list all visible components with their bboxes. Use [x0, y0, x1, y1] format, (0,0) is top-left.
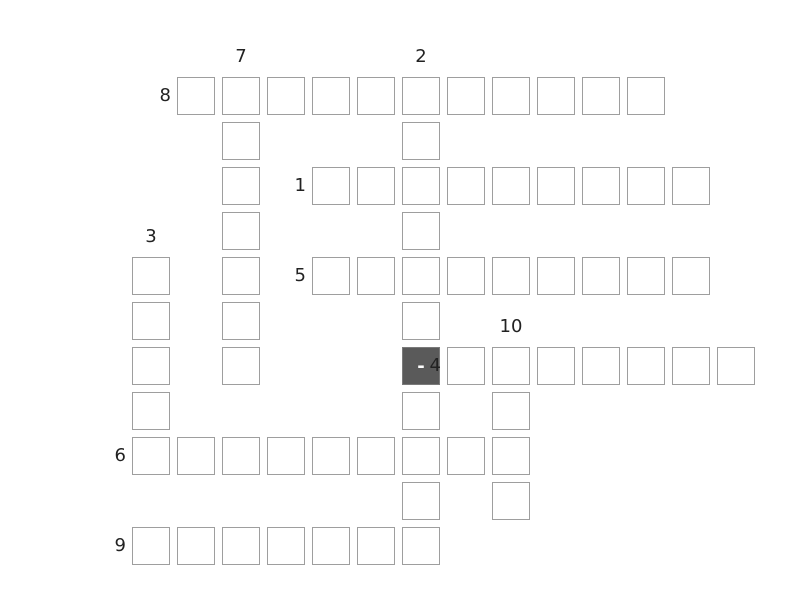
crossword-cell-r6-c13[interactable] — [672, 347, 710, 385]
clue-number-2-down: 2 — [415, 46, 427, 67]
crossword-cell-r4-c5[interactable] — [312, 257, 350, 295]
clue-number-4-across: 4 — [429, 355, 441, 376]
crossword-cell-r3-c3[interactable] — [222, 212, 260, 250]
clue-number-5-across: 5 — [294, 265, 306, 286]
clue-number-6-across: 6 — [114, 445, 126, 466]
clue-number-8-across: 8 — [159, 85, 171, 106]
crossword-cell-r4-c10[interactable] — [537, 257, 575, 295]
crossword-cell-r0-c3[interactable] — [222, 77, 260, 115]
crossword-cell-r2-c10[interactable] — [537, 167, 575, 205]
crossword-cell-r8-c6[interactable] — [357, 437, 395, 475]
crossword-cell-r10-c6[interactable] — [357, 527, 395, 565]
crossword-cell-r8-c8[interactable] — [447, 437, 485, 475]
crossword-cell-r2-c5[interactable] — [312, 167, 350, 205]
crossword-cell-r4-c9[interactable] — [492, 257, 530, 295]
crossword-cell-r0-c5[interactable] — [312, 77, 350, 115]
crossword-cell-r8-c1[interactable] — [132, 437, 170, 475]
crossword-cell-r8-c3[interactable] — [222, 437, 260, 475]
crossword-cell-r6-c12[interactable] — [627, 347, 665, 385]
crossword-cell-r5-c3[interactable] — [222, 302, 260, 340]
crossword-cell-r10-c5[interactable] — [312, 527, 350, 565]
crossword-cell-r4-c3[interactable] — [222, 257, 260, 295]
crossword-cell-r6-c3[interactable] — [222, 347, 260, 385]
crossword-cell-r0-c6[interactable] — [357, 77, 395, 115]
crossword-cell-r6-c9[interactable] — [492, 347, 530, 385]
crossword-cell-r4-c7[interactable] — [402, 257, 440, 295]
crossword-cell-r10-c2[interactable] — [177, 527, 215, 565]
crossword-cell-r8-c4[interactable] — [267, 437, 305, 475]
clue-number-10-down: 10 — [499, 316, 523, 337]
crossword-cell-r8-c2[interactable] — [177, 437, 215, 475]
crossword-cell-r0-c7[interactable] — [402, 77, 440, 115]
clue-number-3-down: 3 — [145, 226, 157, 247]
prefilled-cell-r6-c7: - — [402, 347, 440, 385]
crossword-cell-r8-c5[interactable] — [312, 437, 350, 475]
crossword-cell-r4-c1[interactable] — [132, 257, 170, 295]
crossword-cell-r2-c12[interactable] — [627, 167, 665, 205]
crossword-cell-r0-c10[interactable] — [537, 77, 575, 115]
crossword-cell-r6-c1[interactable] — [132, 347, 170, 385]
crossword-cell-r0-c8[interactable] — [447, 77, 485, 115]
crossword-cell-r0-c11[interactable] — [582, 77, 620, 115]
crossword-cell-r10-c4[interactable] — [267, 527, 305, 565]
crossword-cell-r4-c11[interactable] — [582, 257, 620, 295]
crossword-cell-r9-c9[interactable] — [492, 482, 530, 520]
crossword-cell-r0-c4[interactable] — [267, 77, 305, 115]
crossword-cell-r7-c7[interactable] — [402, 392, 440, 430]
crossword-cell-r7-c9[interactable] — [492, 392, 530, 430]
crossword-cell-r3-c7[interactable] — [402, 212, 440, 250]
crossword-cell-r2-c13[interactable] — [672, 167, 710, 205]
clue-number-1-across: 1 — [294, 175, 306, 196]
crossword-cell-r0-c9[interactable] — [492, 77, 530, 115]
clue-number-9-across: 9 — [114, 535, 126, 556]
crossword-cell-r4-c6[interactable] — [357, 257, 395, 295]
crossword-cell-r10-c7[interactable] — [402, 527, 440, 565]
crossword-cell-r2-c11[interactable] — [582, 167, 620, 205]
crossword-cell-r1-c7[interactable] — [402, 122, 440, 160]
crossword-cell-r9-c7[interactable] — [402, 482, 440, 520]
crossword-cell-r2-c6[interactable] — [357, 167, 395, 205]
crossword-cell-r1-c3[interactable] — [222, 122, 260, 160]
crossword-cell-r5-c7[interactable] — [402, 302, 440, 340]
crossword-cell-r4-c8[interactable] — [447, 257, 485, 295]
crossword-cell-r6-c11[interactable] — [582, 347, 620, 385]
crossword-cell-r2-c8[interactable] — [447, 167, 485, 205]
crossword-cell-r0-c2[interactable] — [177, 77, 215, 115]
crossword-cell-r4-c12[interactable] — [627, 257, 665, 295]
crossword-cell-r6-c8[interactable] — [447, 347, 485, 385]
crossword-cell-r2-c7[interactable] — [402, 167, 440, 205]
crossword-cell-r0-c12[interactable] — [627, 77, 665, 115]
crossword-cell-r6-c10[interactable] — [537, 347, 575, 385]
crossword-cell-r10-c1[interactable] — [132, 527, 170, 565]
crossword-cell-r6-c14[interactable] — [717, 347, 755, 385]
crossword-cell-r8-c9[interactable] — [492, 437, 530, 475]
crossword-cell-r7-c1[interactable] — [132, 392, 170, 430]
clue-number-7-down: 7 — [235, 46, 247, 67]
crossword-cell-r2-c9[interactable] — [492, 167, 530, 205]
crossword-cell-r5-c1[interactable] — [132, 302, 170, 340]
crossword-cell-r8-c7[interactable] — [402, 437, 440, 475]
crossword-cell-r4-c13[interactable] — [672, 257, 710, 295]
crossword-cell-r2-c3[interactable] — [222, 167, 260, 205]
crossword-cell-r10-c3[interactable] — [222, 527, 260, 565]
